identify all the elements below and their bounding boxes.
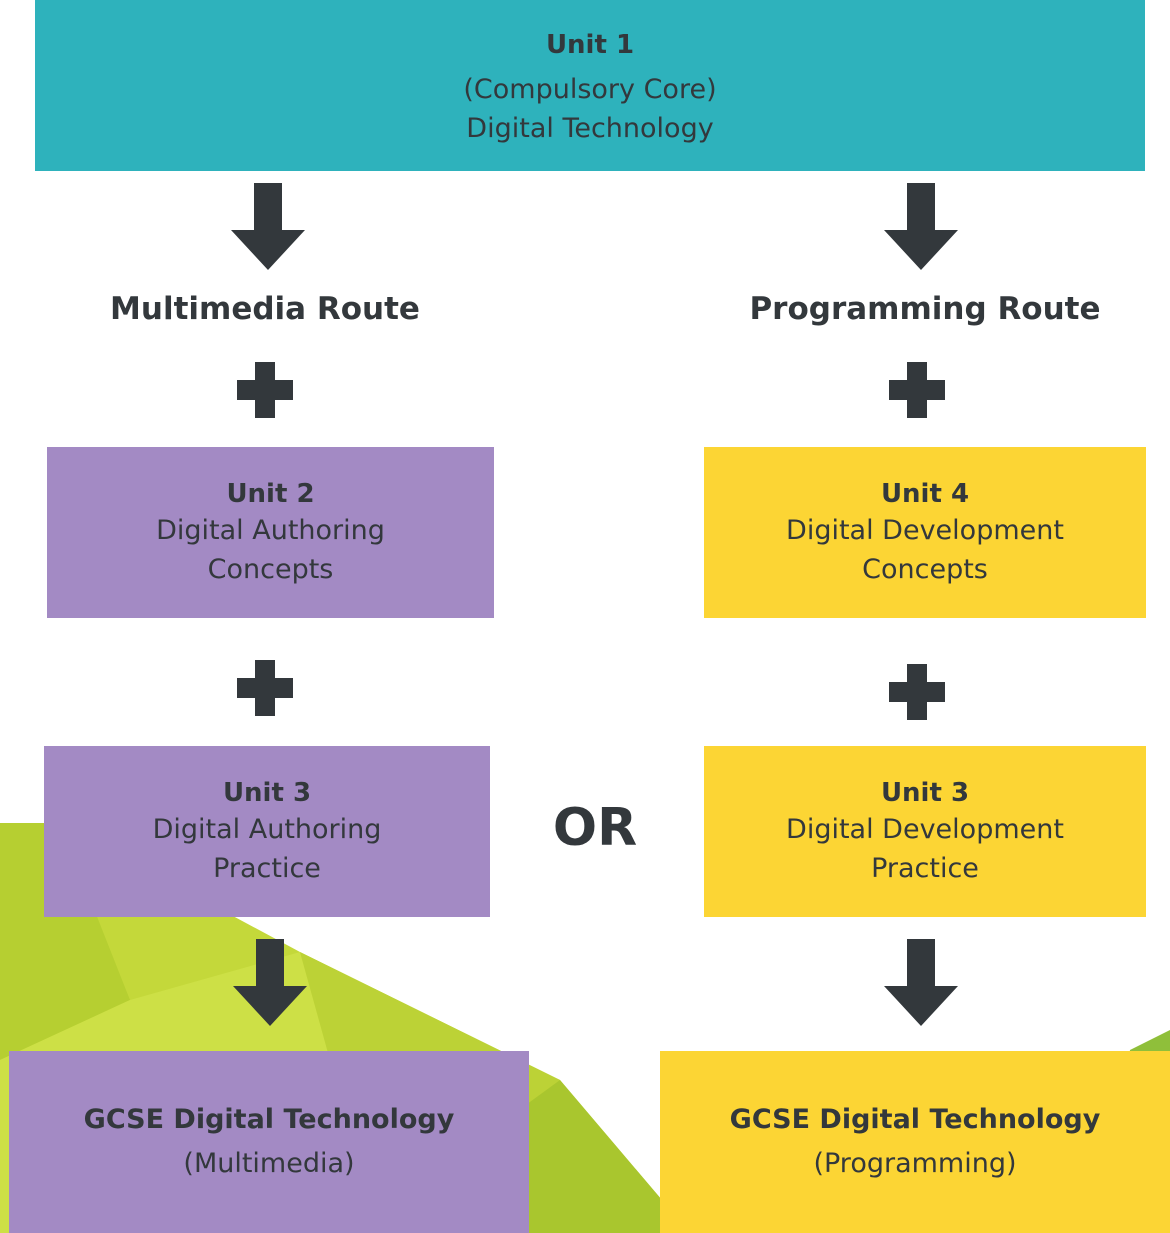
unit4-box: Unit 4 Digital Development Concepts [704,447,1146,618]
unit1-line2: Digital Technology [466,112,714,144]
down-arrow-icon [231,183,305,270]
gcse-programming-box: GCSE Digital Technology (Programming) [660,1051,1170,1233]
unit2-line1: Digital Authoring [156,514,385,546]
unit4-line1: Digital Development [786,514,1064,546]
unit3-programming-line1: Digital Development [786,813,1064,845]
down-arrow-icon [884,183,958,270]
unit2-title: Unit 2 [226,478,315,509]
unit2-box: Unit 2 Digital Authoring Concepts [47,447,494,618]
unit3-multimedia-line1: Digital Authoring [152,813,382,845]
plus-icon [889,664,945,720]
unit1-title: Unit 1 [545,29,635,60]
gcse-multimedia-subtitle: (Multimedia) [183,1147,355,1179]
unit4-title: Unit 4 [880,478,970,509]
unit3-programming-line2: Practice [871,852,979,884]
gcse-multimedia-title: GCSE Digital Technology [83,1103,455,1135]
multimedia-route-label: Multimedia Route [110,291,420,327]
gcse-programming-title: GCSE Digital Technology [729,1103,1101,1135]
unit3-multimedia-title: Unit 3 [222,777,312,808]
unit1-box: Unit 1 (Compulsory Core) Digital Technol… [35,0,1145,171]
gcse-programming-subtitle: (Programming) [813,1147,1017,1179]
plus-icon [889,362,945,418]
unit4-line2: Concepts [862,553,988,585]
gcse-multimedia-box: GCSE Digital Technology (Multimedia) [9,1051,529,1233]
unit3-multimedia-box: Unit 3 Digital Authoring Practice [44,746,490,917]
or-separator: OR [552,798,638,858]
unit3-programming-title: Unit 3 [880,777,970,808]
plus-icon [237,362,293,418]
unit2-line2: Concepts [207,553,334,585]
down-arrow-icon [884,939,958,1026]
unit1-line1: (Compulsory Core) [463,73,717,105]
down-arrow-icon [233,939,307,1026]
unit3-multimedia-line2: Practice [213,852,321,884]
programming-route-label: Programming Route [749,291,1101,327]
unit3-programming-box: Unit 3 Digital Development Practice [704,746,1146,917]
plus-icon [237,660,293,716]
